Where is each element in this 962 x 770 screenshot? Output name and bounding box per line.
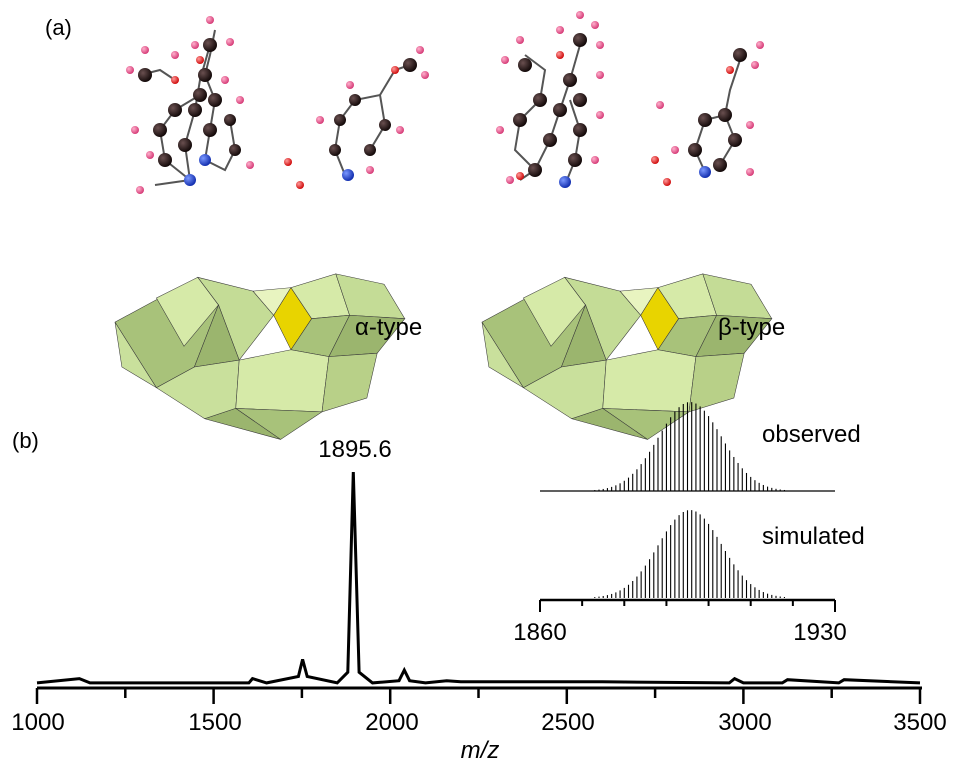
alpha-oxygen-atoms bbox=[171, 56, 399, 189]
beta-type-label: β-type bbox=[718, 314, 785, 341]
x-axis-ticks bbox=[35, 688, 922, 704]
isotope-pattern-inset: observed simulated 1860 1930 bbox=[513, 402, 865, 646]
beta-polyhedra bbox=[481, 273, 773, 440]
x-tick-label-1500: 1500 bbox=[188, 709, 241, 736]
observed-isotope-peaks bbox=[594, 402, 785, 491]
beta-carbon-atoms bbox=[513, 33, 747, 177]
spectrum-series-line bbox=[36, 471, 921, 685]
simulated-isotope-peaks bbox=[594, 510, 785, 598]
observed-label: observed bbox=[762, 421, 861, 448]
alpha-carbon-atoms bbox=[138, 38, 417, 167]
x-tick-label-3500: 3500 bbox=[893, 709, 946, 736]
beta-type-structure: β-type bbox=[481, 11, 785, 440]
x-tick-label-3000: 3000 bbox=[718, 709, 771, 736]
panel-a-label: (a) bbox=[45, 15, 72, 40]
alpha-polyhedra bbox=[114, 273, 406, 440]
inset-x-axis-ticks bbox=[539, 600, 836, 612]
alpha-hydrogen-atoms bbox=[126, 16, 429, 194]
alpha-type-label: α-type bbox=[355, 314, 422, 341]
alpha-type-structure: α-type bbox=[114, 16, 429, 440]
panel-b-label: (b) bbox=[12, 428, 39, 453]
alpha-nitrogen-atoms bbox=[184, 154, 354, 186]
beta-oxygen-atoms bbox=[516, 51, 734, 186]
x-tick-label-2000: 2000 bbox=[365, 709, 418, 736]
inset-tick-label-1930: 1930 bbox=[793, 619, 846, 646]
mass-spectrum-plot: 1000 1500 2000 2500 3000 3500 m/z 1895.6 bbox=[11, 436, 946, 764]
beta-hydrogen-atoms bbox=[496, 11, 764, 184]
inset-tick-label-1860: 1860 bbox=[513, 619, 566, 646]
beta-nitrogen-atoms bbox=[559, 166, 711, 188]
x-axis-title: m/z bbox=[461, 737, 500, 764]
x-tick-label-1000: 1000 bbox=[11, 709, 64, 736]
peak-annotation: 1895.6 bbox=[318, 436, 391, 463]
simulated-label: simulated bbox=[762, 523, 865, 550]
x-tick-label-2500: 2500 bbox=[541, 709, 594, 736]
